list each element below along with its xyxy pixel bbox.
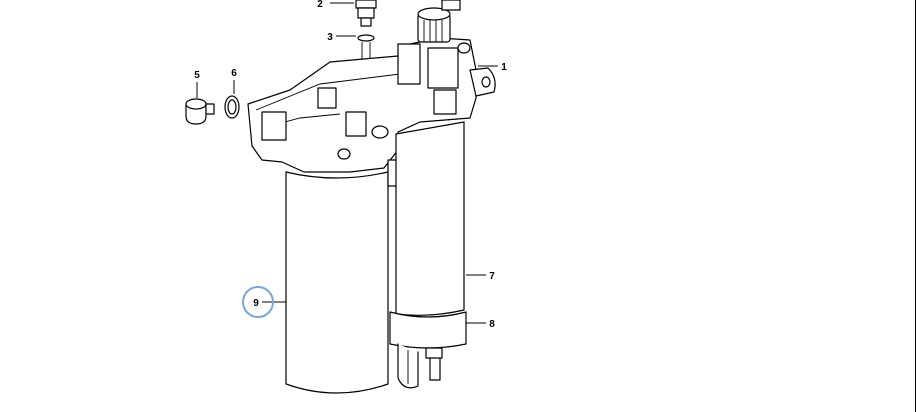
callout-6[interactable]: 6 <box>231 68 237 79</box>
part-1-filter-head[interactable] <box>247 37 496 173</box>
callout-5[interactable]: 5 <box>194 70 200 81</box>
part-8-bowl[interactable] <box>389 311 467 389</box>
callout-3[interactable]: 3 <box>327 32 333 43</box>
part-7-separator-body[interactable] <box>387 121 465 316</box>
hand-pump-knob[interactable] <box>417 0 461 43</box>
callout-7[interactable]: 7 <box>489 271 495 282</box>
callout-1[interactable]: 1 <box>501 62 507 73</box>
callout-2[interactable]: 2 <box>317 0 323 10</box>
callout-8[interactable]: 8 <box>489 319 495 330</box>
part-5-plug[interactable] <box>185 98 215 125</box>
selected-callout-ring <box>242 286 274 318</box>
part-9-filter-canister[interactable] <box>285 171 389 394</box>
part-2-sensor[interactable] <box>355 0 377 27</box>
part-6-washer[interactable] <box>224 95 240 119</box>
part-3-o-ring[interactable] <box>357 34 375 42</box>
callout-9[interactable]: 9 <box>253 298 259 309</box>
